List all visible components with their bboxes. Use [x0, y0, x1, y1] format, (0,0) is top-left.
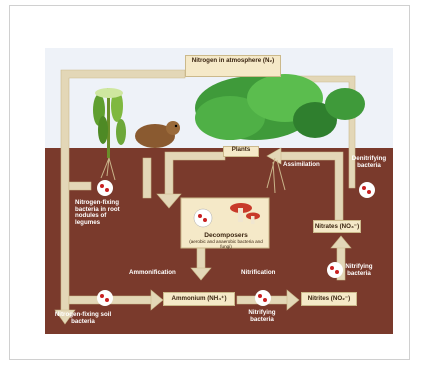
decomposers-subtitle: (aerobic and anaerobic bacteria and fung…	[187, 239, 265, 249]
nitrogen-fixing-root-label: Nitrogen-fixing bacteria in root nodules…	[75, 200, 133, 226]
nitrites-label: Nitrites (NO₂⁻)	[308, 295, 350, 302]
decomposers-title: Decomposers	[187, 232, 265, 239]
ammonification-label: Ammonification	[129, 270, 176, 277]
ammonium-box: Ammonium (NH₄⁺)	[163, 292, 235, 306]
nitrogen-fixing-soil-label: Nitrogen-fixing soil bacteria	[49, 312, 117, 325]
image-frame: Nitrogen in atmosphere (N₂) Plants Assim…	[9, 5, 410, 360]
decomposers-text: Decomposers (aerobic and anaerobic bacte…	[187, 232, 265, 249]
ammonium-label: Ammonium (NH₄⁺)	[171, 295, 226, 302]
assimilation-label: Assimilation	[283, 162, 320, 169]
nitrates-label: Nitrates (NO₃⁻)	[315, 223, 359, 230]
nitrification-label: Nitrification	[241, 270, 275, 277]
nitrates-box: Nitrates (NO₃⁻)	[313, 220, 361, 233]
arrow-root-branch	[69, 182, 91, 190]
nitrifying-bacteria-right-label: Nitrifying bacteria	[337, 264, 381, 277]
plants-label: Plants	[232, 146, 251, 153]
plants-box: Plants	[223, 146, 259, 157]
nitrites-box: Nitrites (NO₂⁻)	[301, 292, 357, 306]
atmosphere-label: Nitrogen in atmosphere (N₂)	[192, 57, 275, 64]
denitrifying-label: Denitrifying bacteria	[349, 156, 389, 169]
arrow-animal-decomposers	[143, 158, 151, 198]
atmosphere-box: Nitrogen in atmosphere (N₂)	[185, 55, 281, 77]
nitrogen-cycle-diagram: Nitrogen in atmosphere (N₂) Plants Assim…	[45, 48, 393, 334]
nitrifying-bacteria-bottom-label: Nitrifying bacteria	[241, 310, 283, 323]
